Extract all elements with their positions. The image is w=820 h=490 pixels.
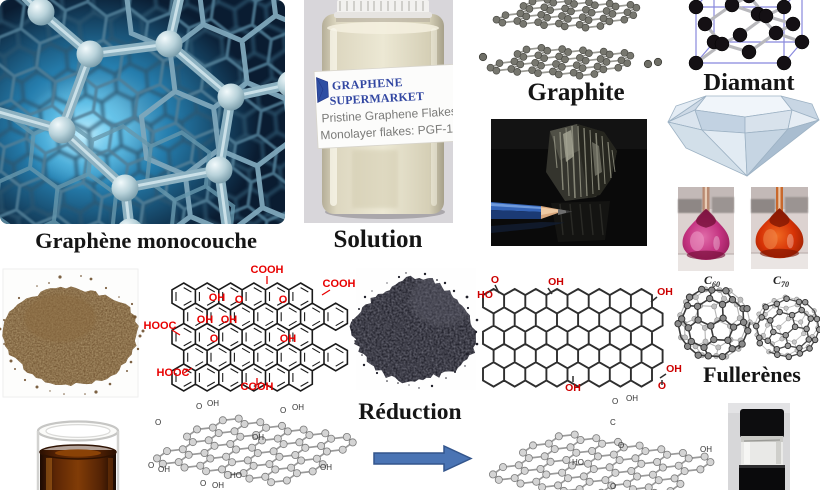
svg-text:HO: HO <box>572 458 584 467</box>
svg-text:O: O <box>280 406 286 415</box>
svg-text:Réduction: Réduction <box>358 399 461 425</box>
svg-text:OH: OH <box>209 292 226 304</box>
svg-text:O: O <box>235 294 244 306</box>
svg-text:SUPERMARKET: SUPERMARKET <box>329 89 424 108</box>
svg-text:OH: OH <box>565 382 581 394</box>
svg-text:Diamant: Diamant <box>703 69 795 96</box>
svg-text:Graphène monocouche: Graphène monocouche <box>35 228 257 253</box>
svg-text:Fullerènes: Fullerènes <box>703 362 801 387</box>
svg-text:OH: OH <box>212 481 224 490</box>
svg-text:OH: OH <box>207 399 219 408</box>
svg-text:Solution: Solution <box>334 226 423 253</box>
svg-text:O: O <box>279 294 288 306</box>
svg-text:O: O <box>610 482 616 490</box>
svg-text:O: O <box>148 461 154 470</box>
svg-text:OH: OH <box>221 314 238 326</box>
svg-text:Monolayer flakes: PGF-1: Monolayer flakes: PGF-1 <box>320 121 454 142</box>
svg-text:O: O <box>612 397 618 406</box>
svg-text:OH: OH <box>292 403 304 412</box>
svg-text:O: O <box>196 402 202 411</box>
svg-text:OH: OH <box>252 433 264 442</box>
svg-text:O: O <box>155 418 161 427</box>
svg-text:COOH: COOH <box>241 381 274 393</box>
svg-text:OH: OH <box>158 465 170 474</box>
svg-text:OH: OH <box>700 445 712 454</box>
svg-text:O: O <box>658 380 666 392</box>
svg-text:OH: OH <box>197 314 214 326</box>
svg-text:OH: OH <box>280 333 297 345</box>
svg-text:HO: HO <box>230 471 242 480</box>
svg-text:HOOC: HOOC <box>157 367 190 379</box>
svg-text:C: C <box>610 418 616 427</box>
svg-text:Graphite: Graphite <box>527 79 624 106</box>
svg-text:COOH: COOH <box>323 278 356 290</box>
svg-text:OH: OH <box>666 363 682 375</box>
svg-text:HO: HO <box>477 289 493 301</box>
svg-text:COOH: COOH <box>251 264 284 276</box>
svg-text:O: O <box>210 333 219 345</box>
svg-text:HOOC: HOOC <box>144 320 177 332</box>
svg-text:O: O <box>618 441 624 450</box>
svg-text:GRAPHENE: GRAPHENE <box>332 75 404 93</box>
svg-text:OH: OH <box>320 463 332 472</box>
svg-text:O: O <box>491 274 499 286</box>
svg-text:OH: OH <box>626 394 638 403</box>
svg-text:O: O <box>200 479 206 488</box>
svg-text:OH: OH <box>657 286 673 298</box>
svg-text:OH: OH <box>548 276 564 288</box>
